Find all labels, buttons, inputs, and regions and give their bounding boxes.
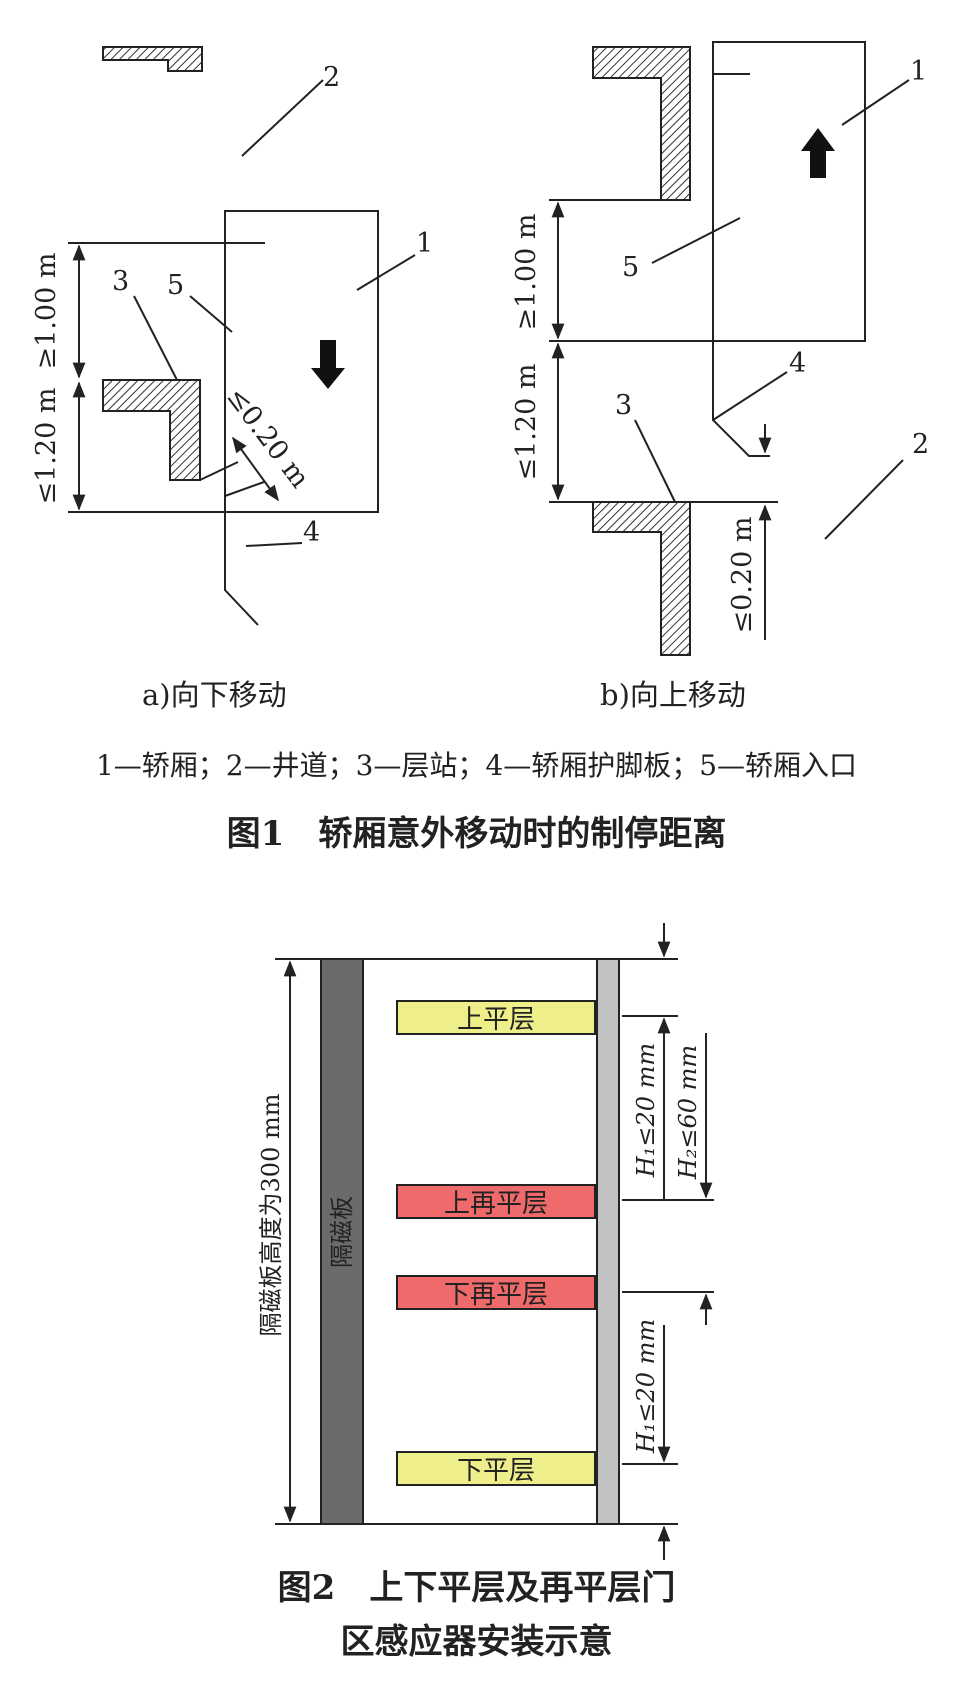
down-arrow-icon	[311, 340, 345, 389]
sensor-down-relevel: 下再平层	[396, 1275, 596, 1310]
up-arrow-icon	[801, 128, 835, 178]
apron-a	[224, 512, 259, 626]
sensor-box	[396, 1275, 596, 1310]
dim-h1-top: H₁≤20 mm	[632, 1043, 660, 1178]
sensor-box	[396, 1451, 596, 1486]
landing-b	[592, 501, 691, 656]
sensor-label: 上再平层	[444, 1189, 548, 1219]
sensor-down-level: 下平层	[396, 1451, 596, 1486]
car-b	[712, 41, 866, 342]
sensor-label: 下平层	[457, 1456, 535, 1486]
sensor-up-level: 上平层	[396, 1000, 596, 1035]
label-apron-a: 4	[303, 517, 320, 548]
sensor-box	[396, 1184, 596, 1219]
dim-upper-b: ≥1.00 m	[511, 214, 542, 331]
label-landing-a: 3	[112, 266, 129, 297]
figure-1-legend: 1—轿厢；2—井道；3—层站；4—轿厢护脚板；5—轿厢入口	[95, 749, 858, 782]
label-entrance-b: 5	[622, 252, 639, 283]
sensor-label: 上平层	[457, 1005, 535, 1035]
dim-right-b: ≤0.20 m	[727, 517, 758, 634]
sensor-box	[396, 1000, 596, 1035]
dim-h2: H₂≤60 mm	[674, 1045, 702, 1180]
caption-part-b: b)向上移动	[600, 678, 746, 712]
sensor-label: 下再平层	[444, 1280, 548, 1310]
label-landing-b: 3	[615, 390, 632, 421]
sensor-up-relevel: 上再平层	[396, 1184, 596, 1219]
figure-2-title-line2: 区感应器安装示意	[340, 1622, 613, 1662]
label-apron-b: 4	[789, 348, 806, 379]
landing-a	[102, 379, 201, 481]
figure-1-title: 图1 轿厢意外移动时的制停距离	[226, 814, 727, 854]
dim-lower-a: ≤1.20 m	[31, 388, 62, 505]
label-shaft-a: 2	[323, 62, 340, 93]
dim-lower-b: ≤1.20 m	[511, 364, 542, 481]
upper-landing-a	[102, 46, 203, 72]
label-car-b: 1	[910, 56, 927, 87]
magnetic-isolation-plate	[320, 958, 364, 1525]
dim-h1-bottom: H₁≤20 mm	[632, 1319, 660, 1454]
apron-b	[712, 341, 770, 457]
figure-2-title-line1: 图2 上下平层及再平层门	[277, 1568, 676, 1608]
plate-height-dim: 隔磁板高度为300 mm	[257, 1093, 285, 1336]
figure-1b-diagram	[549, 41, 910, 656]
label-entrance-a: 5	[167, 270, 184, 301]
upper-landing-b	[592, 46, 691, 201]
figure-1a-diagram	[68, 46, 416, 626]
label-car-a: 1	[416, 228, 433, 259]
dim-diag-a: ≤0.20 m	[220, 382, 315, 494]
caption-part-a: a)向下移动	[142, 678, 287, 712]
dim-upper-a: ≥1.00 m	[31, 253, 62, 370]
label-shaft-b: 2	[912, 429, 929, 460]
plate-label: 隔磁板	[328, 1196, 356, 1268]
guide-rail	[596, 958, 620, 1525]
